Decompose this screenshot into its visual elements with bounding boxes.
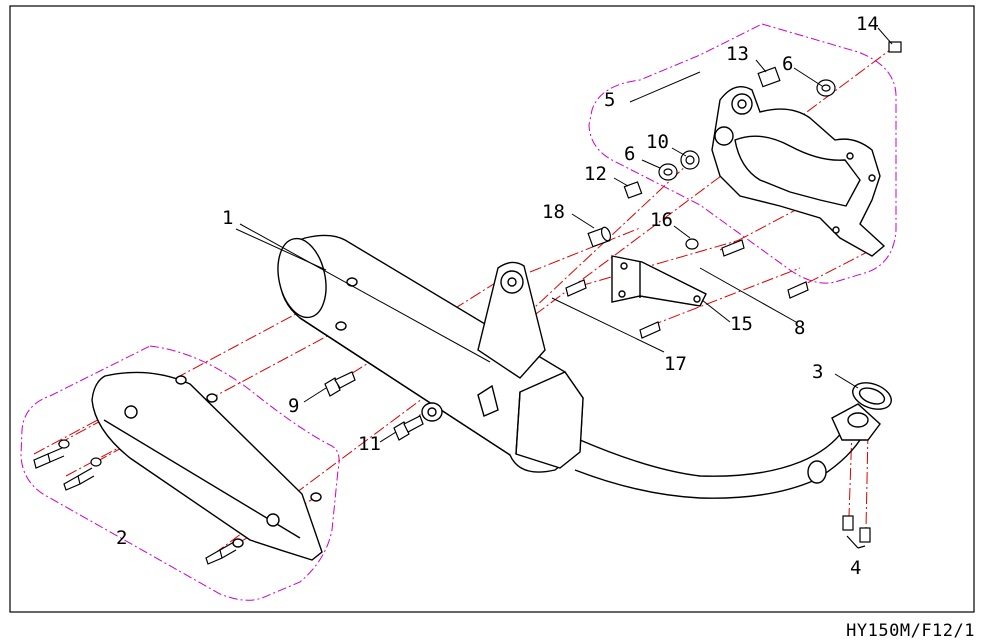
callout-16: 16 [650, 209, 673, 231]
callout-2: 2 [116, 527, 127, 549]
flange-nuts [842, 515, 871, 549]
callout-12: 12 [584, 163, 607, 185]
heat-shield [91, 371, 323, 561]
muffler-body [277, 234, 584, 473]
callout-3: 3 [812, 361, 823, 383]
callout-4: 4 [850, 557, 861, 579]
heat-shield-group-boundary [20, 345, 340, 601]
callout-5: 5 [604, 89, 615, 111]
callout-1: 1 [222, 207, 233, 229]
part-callouts: 1 2 3 4 5 6 6 8 9 10 11 12 13 14 15 16 1… [116, 13, 879, 579]
mounting-bracket [711, 86, 886, 257]
callout-8: 8 [794, 317, 805, 339]
callout-14: 14 [856, 13, 879, 35]
callout-11: 11 [358, 433, 381, 455]
exhaust-pipe [574, 403, 881, 499]
callout-13: 13 [726, 43, 749, 65]
callout-6a: 6 [624, 143, 635, 165]
callout-6b: 6 [782, 53, 793, 75]
muffler-bolts [324, 371, 424, 441]
small-hardware [565, 41, 902, 339]
callout-9: 9 [288, 395, 299, 417]
callout-17: 17 [664, 353, 687, 375]
heat-shield-screws [33, 439, 237, 565]
callout-10: 10 [646, 131, 669, 153]
callout-18: 18 [542, 201, 565, 223]
drawing-code: HY150M/F12/1 [846, 621, 975, 641]
leader-lines [235, 27, 893, 443]
drawing-frame [9, 5, 975, 613]
small-bracket [611, 255, 707, 307]
muffler-mount-arm [421, 261, 546, 422]
callout-15: 15 [730, 313, 753, 335]
bracket-group-boundary [588, 23, 897, 284]
exhaust-gasket [852, 382, 892, 410]
